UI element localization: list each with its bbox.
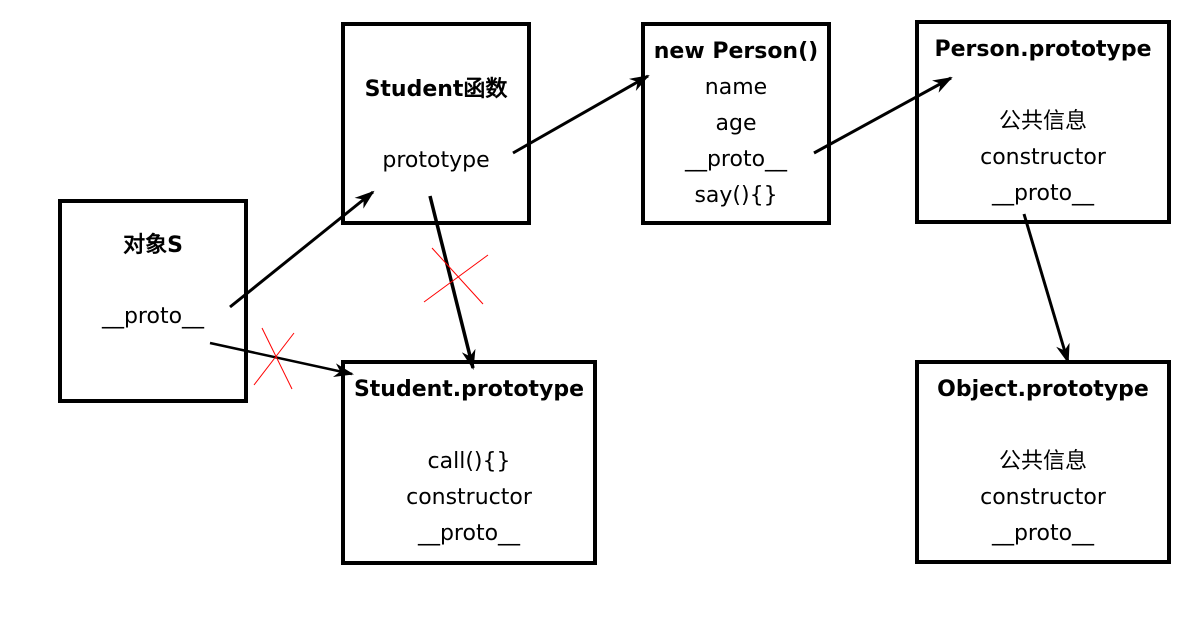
new-person-name-field: name [704, 75, 768, 100]
person-prototype-constructor: constructor [980, 145, 1106, 170]
object-prototype-shared-info: 公共信息 [998, 449, 1087, 474]
new-person-say-method: say(){} [694, 183, 778, 208]
object-s-proto-label: __proto__ [101, 304, 205, 329]
student-prototype-proto: __proto__ [417, 521, 521, 546]
person-prototype-box: Person.prototype 公共信息 constructor __prot… [915, 20, 1171, 224]
person-prototype-title: Person.prototype [934, 37, 1152, 62]
new-person-title: new Person() [653, 39, 819, 64]
arrow-new-person-proto-to-person-prototype [813, 76, 953, 155]
arrow-person-prototype-proto-to-object-prototype [1022, 213, 1070, 364]
cross-mark-student-function-link [423, 247, 489, 305]
object-prototype-constructor: constructor [980, 485, 1106, 510]
object-prototype-title: Object.prototype [937, 377, 1149, 402]
object-s-title: 对象S [123, 233, 183, 258]
object-s-box: 对象S __proto__ [58, 199, 248, 403]
student-prototype-title: Student.prototype [353, 377, 585, 402]
object-prototype-box: Object.prototype 公共信息 constructor __prot… [915, 360, 1171, 564]
student-prototype-call-method: call(){} [427, 449, 511, 474]
student-prototype-constructor: constructor [406, 485, 532, 510]
cross-mark-object-s-proto-link [253, 327, 295, 390]
student-function-title: Student函数 [364, 77, 508, 102]
person-prototype-shared-info: 公共信息 [998, 109, 1087, 134]
arrow-student-function-prototype-to-new-person [512, 74, 650, 155]
new-person-box: new Person() name age __proto__ say(){} [641, 22, 831, 225]
student-function-prototype-label: prototype [382, 148, 490, 173]
arrow-object-s-proto-to-student-prototype [209, 341, 354, 377]
new-person-age-field: age [715, 111, 757, 136]
arrow-object-s-proto-to-student-function [229, 190, 375, 309]
new-person-proto-field: __proto__ [684, 147, 788, 172]
object-prototype-proto: __proto__ [991, 521, 1095, 546]
student-prototype-box: Student.prototype call(){} constructor _… [341, 360, 597, 565]
person-prototype-proto: __proto__ [991, 181, 1095, 206]
